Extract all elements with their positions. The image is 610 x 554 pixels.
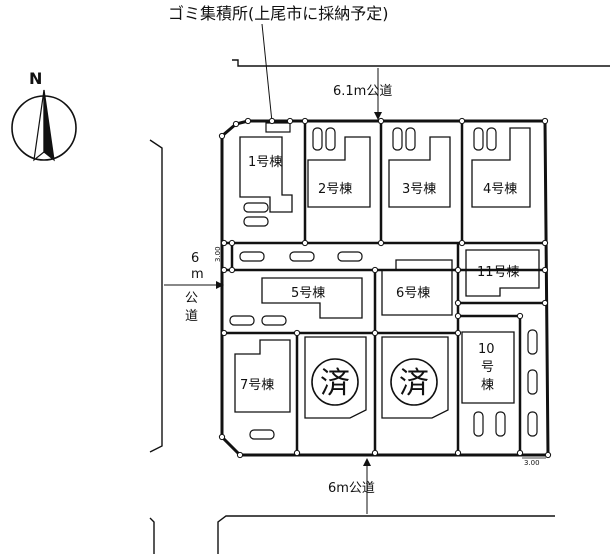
lot-10-label-line-1: 10	[478, 342, 495, 357]
sold-mark-lot-8: 済	[311, 358, 359, 406]
left-road: 6 m 公 道	[149, 139, 224, 453]
bottom-road: 6m公道	[149, 458, 555, 554]
lot-10-label-line-2: 号	[481, 360, 494, 375]
building-footprints	[234, 127, 540, 419]
car-icon	[243, 216, 269, 227]
top-road-label: 6.1m公道	[333, 84, 392, 99]
car-icon	[405, 127, 416, 151]
right-walk-dimension: 3.00	[524, 459, 540, 467]
car-icon	[486, 127, 497, 151]
site-boundary	[220, 119, 550, 457]
sold-mark-text-8: 済	[320, 366, 350, 401]
car-icon	[229, 315, 255, 326]
parking-spaces	[229, 127, 538, 440]
left-road-char-2: m	[191, 267, 204, 282]
building-11	[465, 249, 540, 297]
car-icon	[243, 202, 269, 213]
car-icon	[473, 127, 484, 151]
car-icon	[527, 369, 538, 395]
north-label: N	[29, 69, 42, 88]
car-icon	[289, 251, 315, 262]
garbage-station	[265, 122, 291, 133]
car-icon	[239, 251, 265, 262]
sold-mark-lot-9: 済	[390, 358, 438, 406]
top-road: 6.1m公道	[232, 59, 610, 120]
building-6	[381, 259, 453, 316]
lot-3-label: 3号棟	[402, 182, 436, 197]
car-icon	[312, 127, 323, 151]
lot-6-label: 6号棟	[396, 286, 430, 301]
lot-7-label: 7号棟	[240, 378, 274, 393]
left-walk-dimension: 3.00	[214, 246, 222, 262]
building-4	[471, 127, 531, 208]
lot-11-label: 11号棟	[477, 265, 520, 280]
car-icon	[473, 411, 484, 437]
building-8	[304, 336, 367, 419]
lot-5-label: 5号棟	[291, 286, 325, 301]
car-icon	[249, 429, 275, 440]
car-icon	[337, 251, 363, 262]
north-arrow-icon: N	[11, 69, 77, 162]
left-road-char-1: 6	[191, 251, 199, 266]
boundary-markers	[218, 117, 552, 459]
lot-lines	[224, 121, 545, 453]
left-road-char-3: 公	[185, 291, 198, 306]
car-icon	[261, 315, 287, 326]
building-10	[461, 331, 515, 404]
lot-1-label: 1号棟	[248, 155, 282, 170]
left-road-char-4: 道	[185, 309, 198, 324]
car-icon	[495, 411, 506, 437]
building-1	[239, 136, 293, 213]
car-icon	[392, 127, 403, 151]
car-icon	[527, 411, 538, 437]
building-3	[388, 136, 451, 208]
garbage-station-note: ゴミ集積所(上尾市に採納予定)	[168, 4, 389, 23]
lot-2-label: 2号棟	[318, 182, 352, 197]
car-icon	[527, 329, 538, 355]
sold-mark-text-9: 済	[399, 366, 429, 401]
car-icon	[325, 127, 336, 151]
bottom-road-label: 6m公道	[328, 481, 375, 496]
building-2	[307, 136, 371, 208]
building-7	[234, 339, 291, 413]
building-9	[381, 336, 449, 419]
lot-4-label: 4号棟	[483, 182, 517, 197]
lot-10-label-line-3: 棟	[481, 378, 494, 393]
garbage-note-leader	[261, 23, 273, 123]
building-5	[261, 277, 363, 319]
